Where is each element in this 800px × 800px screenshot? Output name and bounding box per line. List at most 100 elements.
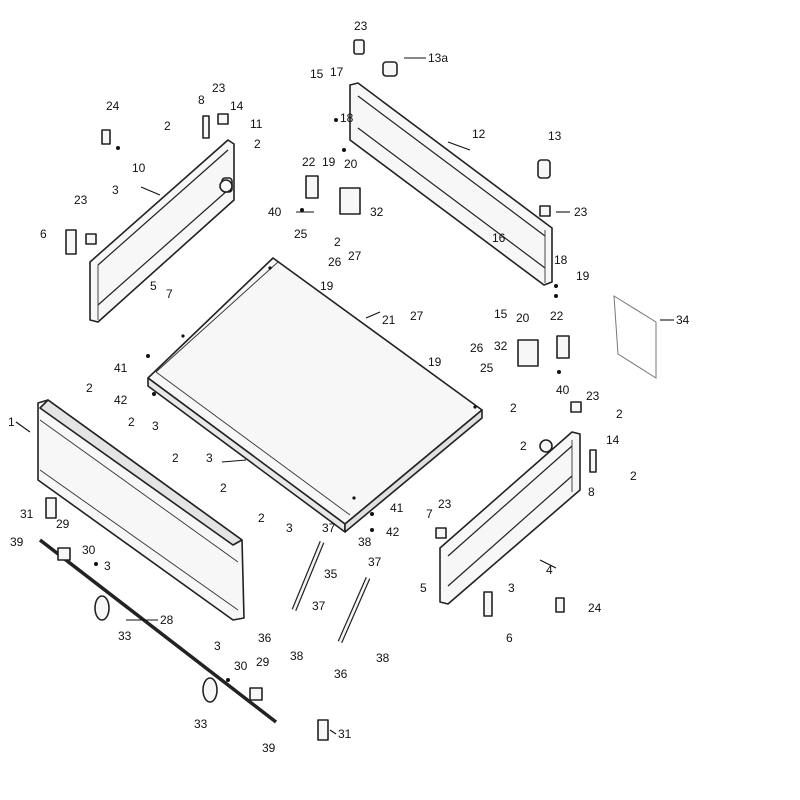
callout-38: 38 [358,535,372,549]
callout-11: 11 [250,117,263,131]
callout-38: 38 [376,651,390,665]
callout-40: 40 [268,205,282,219]
front-panel-part [37,399,245,621]
callout-1: 1 [8,415,15,429]
callout-15: 15 [310,67,324,81]
callout-13: 13 [548,129,562,143]
callout-23: 23 [586,389,600,403]
support-struts-part [291,541,371,644]
callout-33: 33 [194,717,208,731]
callout-25: 25 [294,227,308,241]
callout-5: 5 [420,581,427,595]
callout-23: 23 [212,81,226,95]
callout-39: 39 [262,741,276,755]
callout-2: 2 [164,119,171,133]
callout-37: 37 [322,521,336,535]
callout-4: 4 [546,563,553,577]
callout-24: 24 [588,601,602,615]
bed-floor-part [147,257,483,533]
callout-42: 42 [386,525,400,539]
callout-30: 30 [82,543,96,557]
callout-7: 7 [166,287,173,301]
callout-2: 2 [172,451,179,465]
callout-12: 12 [472,127,486,141]
callout-28: 28 [160,613,174,627]
callout-27: 27 [410,309,424,323]
callout-36: 36 [334,667,348,681]
callout-41: 41 [114,361,128,375]
callout-22: 22 [302,155,316,169]
callout-26: 26 [470,341,484,355]
callout-18: 18 [554,253,568,267]
callout-2: 2 [510,401,517,415]
callout-14: 14 [230,99,244,113]
callout-3: 3 [508,581,515,595]
callout-29: 29 [56,517,70,531]
callout-19: 19 [320,279,334,293]
callout-34: 34 [676,313,690,327]
callout-2: 2 [254,137,261,151]
callout-3: 3 [152,419,159,433]
callout-20: 20 [516,311,530,325]
mud-flap-part [613,295,657,379]
callout-5: 5 [150,279,157,293]
callout-6: 6 [506,631,513,645]
callout-21: 21 [382,313,396,327]
callout-37: 37 [312,599,326,613]
callout-26: 26 [328,255,342,269]
callout-32: 32 [370,205,384,219]
callout-3: 3 [112,183,119,197]
callout-17: 17 [330,65,344,79]
callout-2: 2 [630,469,637,483]
rear-panel-part [349,82,553,286]
callout-13a: 13a [428,51,448,65]
left-side-panel-part [89,139,235,323]
callout-25: 25 [480,361,494,375]
callout-32: 32 [494,339,508,353]
callout-31: 31 [338,727,352,741]
callout-20: 20 [344,157,358,171]
callout-8: 8 [198,93,205,107]
callout-23: 23 [574,205,588,219]
right-side-panel-part [439,431,581,605]
callout-19: 19 [576,269,590,283]
callout-23: 23 [438,497,452,511]
callout-2: 2 [520,439,527,453]
callout-16: 16 [492,231,506,245]
callout-35: 35 [324,567,338,581]
callout-2: 2 [258,511,265,525]
hardware-parts [45,39,597,741]
callout-2: 2 [128,415,135,429]
callout-2: 2 [86,381,93,395]
callout-3: 3 [206,451,213,465]
callout-19: 19 [428,355,442,369]
callout-3: 3 [286,521,293,535]
callout-15: 15 [494,307,508,321]
callout-42: 42 [114,393,128,407]
callout-33: 33 [118,629,132,643]
callout-2: 2 [616,407,623,421]
callout-38: 38 [290,649,304,663]
callout-3: 3 [104,559,111,573]
callout-14: 14 [606,433,620,447]
callout-39: 39 [10,535,24,549]
callout-27: 27 [348,249,362,263]
callout-6: 6 [40,227,47,241]
callout-30: 30 [234,659,248,673]
callout-7: 7 [426,507,433,521]
leader-lines [15,57,674,735]
callout-40: 40 [556,383,570,397]
callout-3: 3 [214,639,221,653]
callout-22: 22 [550,309,564,323]
callout-labels: 1 2 2 2 2 2 2 2 2 2 2 2 2 3 3 3 3 3 3 3 … [8,19,690,755]
hinge-rod-part [38,538,278,724]
callout-19: 19 [322,155,336,169]
callout-2: 2 [220,481,227,495]
callout-23: 23 [74,193,88,207]
callout-23: 23 [354,19,368,33]
callout-29: 29 [256,655,270,669]
callout-36: 36 [258,631,272,645]
callout-8: 8 [588,485,595,499]
callout-31: 31 [20,507,34,521]
